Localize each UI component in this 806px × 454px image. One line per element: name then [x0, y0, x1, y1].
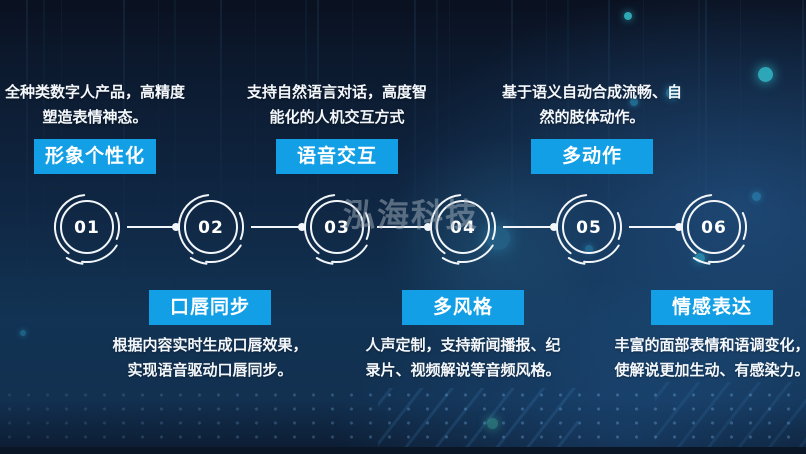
feature-description: 全种类数字人产品，高精度 塑造表情神态。 — [0, 80, 210, 130]
timeline-connector — [251, 223, 306, 231]
timeline-node-03: 03 — [303, 194, 371, 265]
feature-tag-multi-action[interactable]: 多动作 — [531, 139, 653, 174]
feature-description-line: 使解说更加生动、有感染力。 — [614, 362, 806, 379]
timeline-node-01: 01 — [53, 194, 121, 265]
feature-description-line: 丰富的面部表情和语调变化， — [614, 337, 806, 354]
feature-description-line: 人声定制，支持新闻播报、纪 — [365, 337, 561, 354]
feature-tag-image-personalization[interactable]: 形象个性化 — [34, 139, 156, 174]
feature-description: 根据内容实时生成口唇效果， 实现语音驱动口唇同步。 — [90, 333, 330, 383]
feature-description-line: 录片、视频解说等音频风格。 — [365, 362, 561, 379]
timeline-connector — [503, 223, 558, 231]
feature-description-line: 然的肢体动作。 — [539, 109, 645, 126]
feature-description-line: 能化的人机交互方式 — [269, 109, 405, 126]
node-number: 04 — [450, 218, 476, 238]
node-number: 02 — [198, 218, 224, 238]
feature-tag-multi-style[interactable]: 多风格 — [402, 290, 524, 325]
glow-dot — [666, 87, 678, 99]
feature-description: 丰富的面部表情和语调变化， 使解说更加生动、有感染力。 — [592, 333, 806, 383]
glow-dot — [758, 67, 773, 82]
feature-description: 人声定制，支持新闻播报、纪 录片、视频解说等音频风格。 — [343, 333, 583, 383]
timeline-node-06: 06 — [680, 194, 748, 265]
feature-description: 支持自然语言对话，高度智 能化的人机交互方式 — [222, 80, 452, 130]
feature-description-line: 基于语义自动合成流畅、自 — [501, 84, 682, 101]
timeline: 01 02 03 04 05 06 — [53, 194, 748, 265]
glow-dot — [20, 330, 26, 336]
feature-description: 基于语义自动合成流畅、自 然的肢体动作。 — [477, 80, 707, 130]
feature-description-line: 实现语音驱动口唇同步。 — [127, 362, 293, 379]
feature-description-line: 塑造表情神态。 — [42, 109, 148, 126]
node-number: 05 — [576, 218, 602, 238]
feature-description-line: 支持自然语言对话，高度智 — [246, 84, 427, 101]
glow-dot — [624, 12, 632, 20]
feature-tag-voice-interaction[interactable]: 语音交互 — [276, 139, 398, 174]
node-number: 03 — [324, 218, 350, 238]
background-circuit-lines — [378, 388, 578, 454]
feature-tag-emotion-expression[interactable]: 情感表达 — [651, 290, 773, 325]
node-number: 01 — [74, 218, 100, 238]
feature-description-line: 根据内容实时生成口唇效果， — [112, 337, 308, 354]
background-dot-grid — [0, 388, 806, 448]
feature-tag-lip-sync[interactable]: 口唇同步 — [149, 290, 271, 325]
glow-dot — [487, 418, 498, 429]
glow-dot — [585, 245, 593, 253]
watermark: 泓海科技 — [343, 197, 480, 233]
glow-dot — [486, 226, 510, 250]
glow-dot — [695, 253, 705, 263]
feature-description-line: 全种类数字人产品，高精度 — [4, 84, 185, 101]
timeline-node-05: 05 — [555, 194, 623, 265]
background-bottom-strip — [0, 447, 806, 454]
timeline-node-02: 02 — [177, 194, 245, 265]
glow-dot — [752, 192, 761, 201]
node-number: 06 — [701, 218, 727, 238]
background-circuit-lines — [655, 382, 806, 454]
timeline-connector — [127, 223, 180, 231]
timeline-node-04: 04 — [429, 194, 497, 265]
glow-dot — [630, 98, 638, 106]
timeline-connector — [629, 223, 683, 231]
